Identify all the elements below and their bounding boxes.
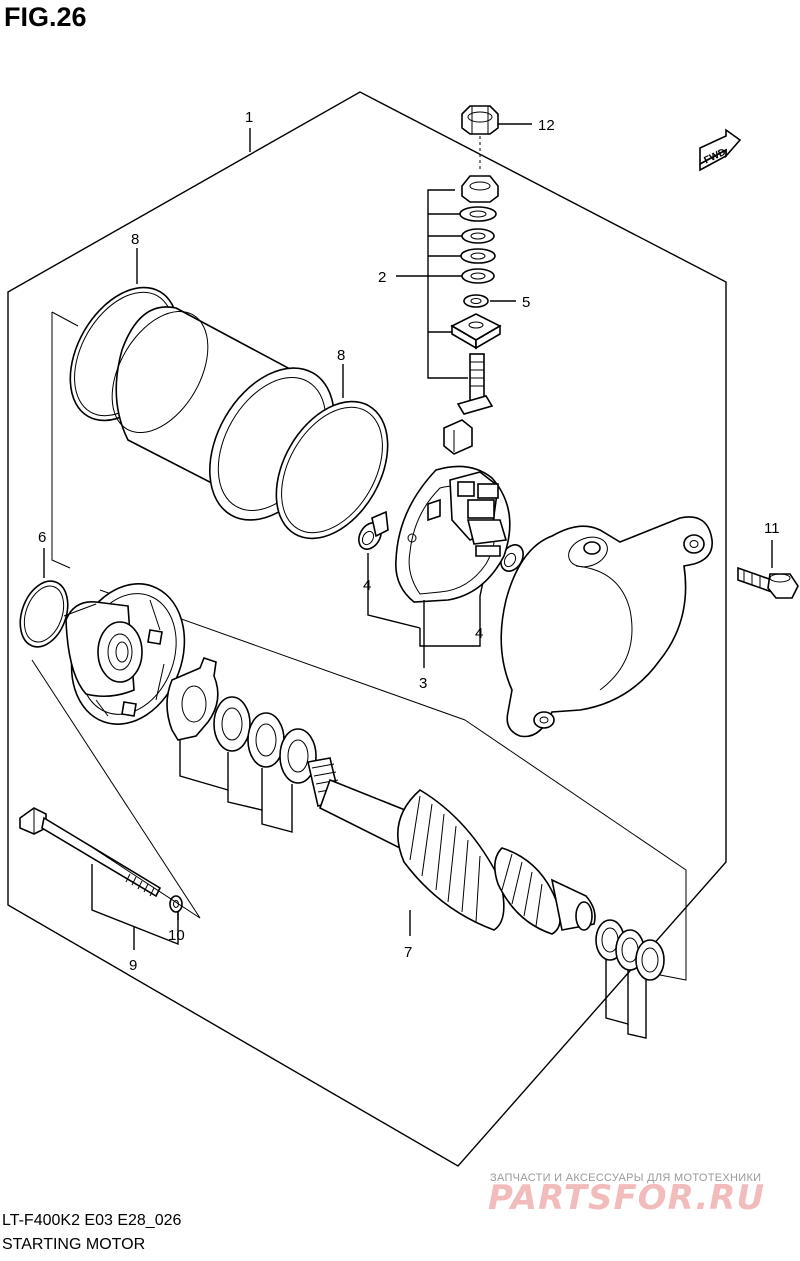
o-ring-6 xyxy=(19,580,69,648)
callout-5: 5 xyxy=(522,294,530,311)
rear-shim-bracket xyxy=(605,960,629,1025)
rear-end-cover xyxy=(500,516,713,738)
o-ring-8-right xyxy=(275,400,389,540)
through-bolt-9 xyxy=(19,807,162,898)
bolt-11 xyxy=(737,566,799,599)
watermark-logo: PARTSFOR.RU xyxy=(488,1178,766,1218)
callout-2: 2 xyxy=(378,269,386,286)
shim-washer-1 xyxy=(213,696,251,752)
leader-4-bracket xyxy=(419,620,481,647)
front-end-cover xyxy=(63,583,186,725)
callout-9: 9 xyxy=(129,957,137,974)
model-code: LT-F400K2 E03 E28_026 xyxy=(2,1212,182,1229)
watermark-subtitle: ЗАПЧАСТИ И АКСЕССУАРЫ ДЛЯ МОТОТЕХНИКИ xyxy=(490,1172,762,1184)
callout-6: 6 xyxy=(38,529,46,546)
callout-4-left: 4 xyxy=(363,577,371,594)
callout-10: 10 xyxy=(168,927,185,944)
washer-10 xyxy=(169,895,183,913)
bolt-bracket-9 xyxy=(91,864,179,946)
bracket-2 xyxy=(427,189,468,379)
rear-shim-3 xyxy=(635,939,665,981)
assembly-boundary xyxy=(7,91,727,1167)
armature-7 xyxy=(307,757,596,935)
brush-plate-3 xyxy=(395,465,511,603)
shim-bracket-left xyxy=(179,740,229,791)
bushing-4-left xyxy=(358,510,389,550)
front-cover-frame xyxy=(31,659,201,919)
figure-title: FIG.26 xyxy=(4,2,87,32)
fwd-arrow: FWD xyxy=(699,128,742,172)
inner-frame-upper-top xyxy=(51,311,79,327)
insulator-plate xyxy=(450,313,502,350)
inner-frame-upper xyxy=(51,312,71,569)
diagram-title: STARTING MOTOR xyxy=(2,1236,146,1253)
callout-11: 11 xyxy=(764,520,780,537)
callout-4-right: 4 xyxy=(475,625,483,642)
terminal-bolt xyxy=(443,353,494,455)
inner-frame-right xyxy=(464,719,687,981)
nut-12 xyxy=(461,105,499,135)
lock-plate xyxy=(166,657,219,741)
shim-washer-3 xyxy=(279,728,317,784)
callout-8-left: 8 xyxy=(131,231,139,248)
washer-5 xyxy=(463,294,489,308)
shim-washer-2 xyxy=(247,712,285,768)
callout-1: 1 xyxy=(245,109,253,126)
callout-12: 12 xyxy=(538,117,555,134)
callout-3: 3 xyxy=(419,675,427,692)
callout-8-right: 8 xyxy=(337,347,345,364)
callout-7: 7 xyxy=(404,944,412,961)
leader-4a xyxy=(367,553,421,629)
washer-stack-2 xyxy=(459,175,499,284)
